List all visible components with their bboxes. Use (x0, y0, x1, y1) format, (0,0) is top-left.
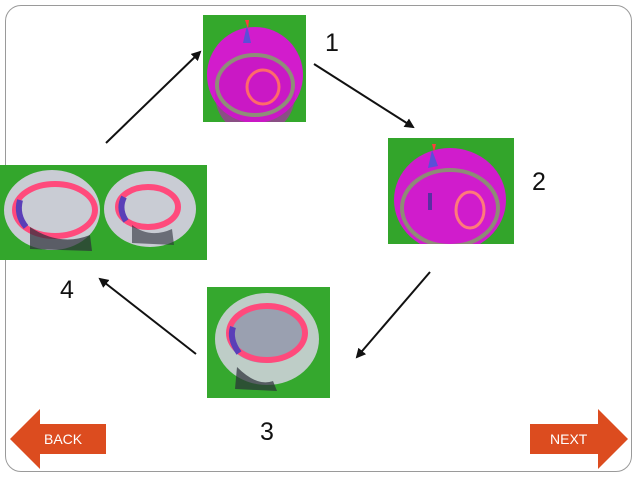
next-arrow-icon (530, 409, 628, 469)
back-arrow-icon (10, 409, 106, 469)
step-3-image (207, 287, 330, 398)
step-3-label: 3 (260, 418, 274, 446)
step-1-label: 1 (325, 29, 339, 57)
next-button[interactable]: NEXT (530, 409, 628, 469)
step-4-image (0, 165, 207, 260)
back-label: BACK (44, 431, 83, 447)
next-label: NEXT (550, 431, 588, 447)
step-2-image (388, 138, 514, 244)
arrow-1-to-2 (313, 63, 415, 129)
step-4-label: 4 (60, 276, 74, 304)
arrow-3-to-4 (98, 277, 197, 355)
step-1-image (203, 15, 306, 122)
step-2-label: 2 (532, 168, 546, 196)
back-button[interactable]: BACK (10, 409, 106, 469)
arrow-2-to-3 (355, 271, 431, 359)
arrow-4-to-1 (105, 50, 202, 144)
